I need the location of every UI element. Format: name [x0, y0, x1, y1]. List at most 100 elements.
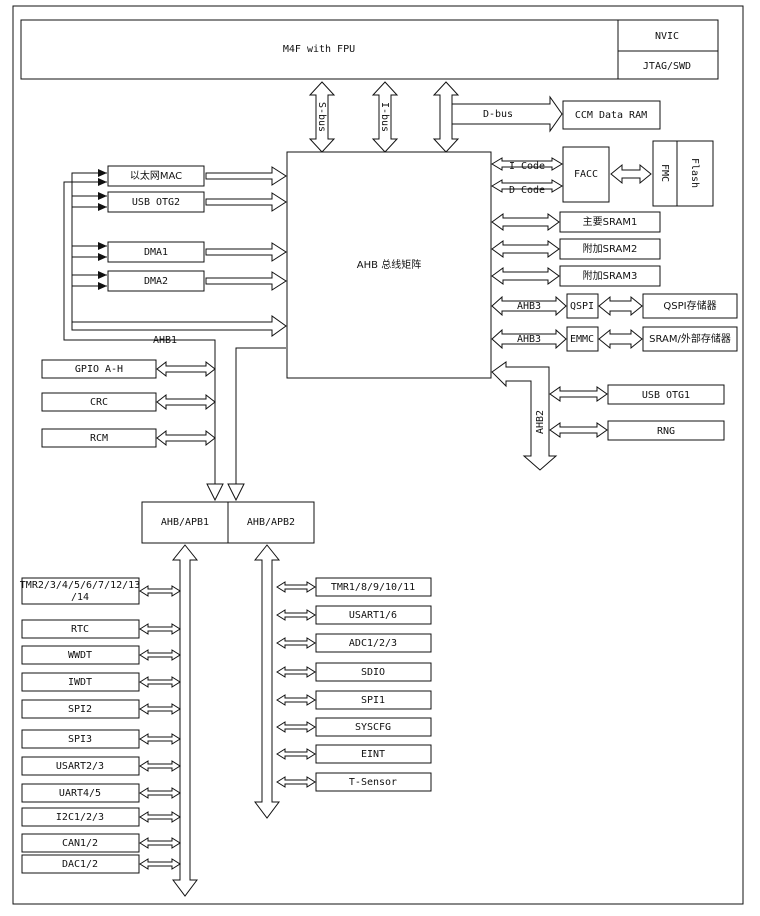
- sram1-block: [559, 211, 661, 233]
- usb-otg2-label: USB OTG2: [132, 197, 180, 208]
- iwdt-block: [21, 672, 140, 692]
- can-label: CAN1/2: [62, 838, 98, 849]
- sram2-block: [559, 238, 661, 260]
- ahb-matrix-label: AHB 总线矩阵: [357, 258, 421, 271]
- ext-memory-label: SRAM/外部存储器: [649, 332, 731, 345]
- sram1-label: 主要SRAM1: [583, 216, 638, 228]
- usb-otg2-block: [107, 191, 205, 213]
- eint-label: EINT: [361, 749, 385, 760]
- d-bus-branch-arrow: [451, 95, 563, 133]
- spi2-label: SPI2: [68, 704, 92, 715]
- ahb3-qspi-label: AHB3: [517, 301, 541, 312]
- wwdt-block: [21, 645, 140, 665]
- can-block: [21, 833, 140, 853]
- qspi-block: [566, 293, 599, 319]
- dac-label: DAC1/2: [62, 859, 98, 870]
- tmr-apb1-label-a: TMR2/3/4/5/6/7/12/13: [20, 580, 140, 591]
- ahb-apb2-bridge: [227, 501, 315, 544]
- i2c-label: I2C1/2/3: [56, 812, 104, 823]
- ccm-ram-block: [562, 100, 661, 130]
- usb-otg1-label: USB OTG1: [642, 390, 690, 401]
- usb-otg1-block: [607, 384, 725, 405]
- cpu-block: [20, 19, 719, 80]
- tsensor-label: T-Sensor: [349, 777, 397, 788]
- tmr-apb1-block: [21, 577, 140, 605]
- spi1-block: [315, 690, 432, 710]
- spi1-label: SPI1: [361, 695, 385, 706]
- gpio-block: [41, 359, 157, 379]
- tmr-apb2-block: [315, 577, 432, 597]
- uart45-label: UART4/5: [59, 788, 101, 799]
- eint-block: [315, 744, 432, 764]
- ahb2-label: AHB2: [535, 410, 546, 434]
- tmr-apb1-label-b: /14: [71, 592, 89, 603]
- syscfg-label: SYSCFG: [355, 722, 391, 733]
- apb2-bridge-label: AHB/APB2: [247, 517, 295, 528]
- qspi-memory-block: [642, 293, 738, 319]
- ahb1-label: AHB1: [153, 335, 177, 346]
- facc-block: [562, 146, 610, 203]
- ahb3-emmc-label: AHB3: [517, 334, 541, 345]
- apb2-bus-arrow: [253, 544, 281, 819]
- dma2-block: [107, 270, 205, 292]
- tsensor-block: [315, 772, 432, 792]
- s-bus-label: S-bus: [316, 102, 327, 132]
- emmc-label: EMMC: [570, 334, 594, 345]
- ethernet-mac-block: [107, 165, 205, 187]
- adc-label: ADC1/2/3: [349, 638, 397, 649]
- apb2-peripheral-list: TMR1/8/9/10/11 USART1/6 ADC1/2/3 SDIO SP…: [276, 577, 432, 792]
- spi2-block: [21, 699, 140, 719]
- sram3-block: [559, 265, 661, 287]
- rng-label: RNG: [657, 426, 675, 437]
- ahb-apb1-bridge: [141, 501, 229, 544]
- spi3-label: SPI3: [68, 734, 92, 745]
- i-code-label: I Code: [509, 161, 545, 172]
- ahb2-bus-arrow: [491, 361, 558, 471]
- nvic-label: NVIC: [655, 31, 679, 42]
- qspi-memory-label: QSPI存储器: [663, 299, 716, 312]
- tmr-apb2-label: TMR1/8/9/10/11: [331, 582, 415, 593]
- dma2-label: DMA2: [144, 276, 168, 287]
- apb1-peripheral-list: RTC WWDT IWDT SPI2 SPI3 USART2/3 UART4/5…: [21, 619, 181, 874]
- sdio-label: SDIO: [361, 667, 385, 678]
- uart45-block: [21, 783, 140, 803]
- usart16-label: USART1/6: [349, 610, 397, 621]
- apb1-bus-arrow: [171, 544, 199, 897]
- ccm-ram-label: CCM Data RAM: [575, 110, 647, 121]
- rtc-label: RTC: [71, 624, 89, 635]
- fmc-label: FMC: [659, 164, 670, 182]
- crc-block: [41, 392, 157, 412]
- ethernet-mac-label: 以太网MAC: [130, 169, 182, 182]
- jtag-label: JTAG/SWD: [643, 61, 691, 72]
- usart23-block: [21, 756, 140, 776]
- facc-label: FACC: [574, 169, 598, 180]
- gpio-label: GPIO A-H: [75, 364, 123, 375]
- i-bus-label: I-bus: [379, 102, 390, 132]
- rtc-block: [21, 619, 140, 639]
- dac-block: [21, 854, 140, 874]
- dma1-block: [107, 241, 205, 263]
- emmc-block: [566, 326, 599, 352]
- cpu-label: M4F with FPU: [283, 44, 355, 55]
- sram3-label: 附加SRAM3: [583, 269, 638, 282]
- flash-label: Flash: [689, 158, 700, 188]
- i2c-block: [21, 807, 140, 827]
- ext-memory-block: [642, 326, 738, 352]
- apb1-bridge-label: AHB/APB1: [161, 517, 209, 528]
- sdio-block: [315, 662, 432, 682]
- diagram-border: [12, 5, 744, 905]
- spi3-block: [21, 729, 140, 749]
- crc-label: CRC: [90, 397, 108, 408]
- wwdt-label: WWDT: [68, 650, 92, 661]
- rcm-label: RCM: [90, 433, 108, 444]
- usart16-block: [315, 605, 432, 625]
- sram2-label: 附加SRAM2: [583, 242, 638, 255]
- d-bus-label: D-bus: [483, 109, 513, 120]
- rcm-block: [41, 428, 157, 448]
- usart23-label: USART2/3: [56, 761, 104, 772]
- d-code-label: D Code: [509, 185, 545, 196]
- dma1-label: DMA1: [144, 247, 168, 258]
- adc-block: [315, 633, 432, 653]
- qspi-label: QSPI: [570, 301, 594, 312]
- fmc-flash-block: [652, 140, 714, 207]
